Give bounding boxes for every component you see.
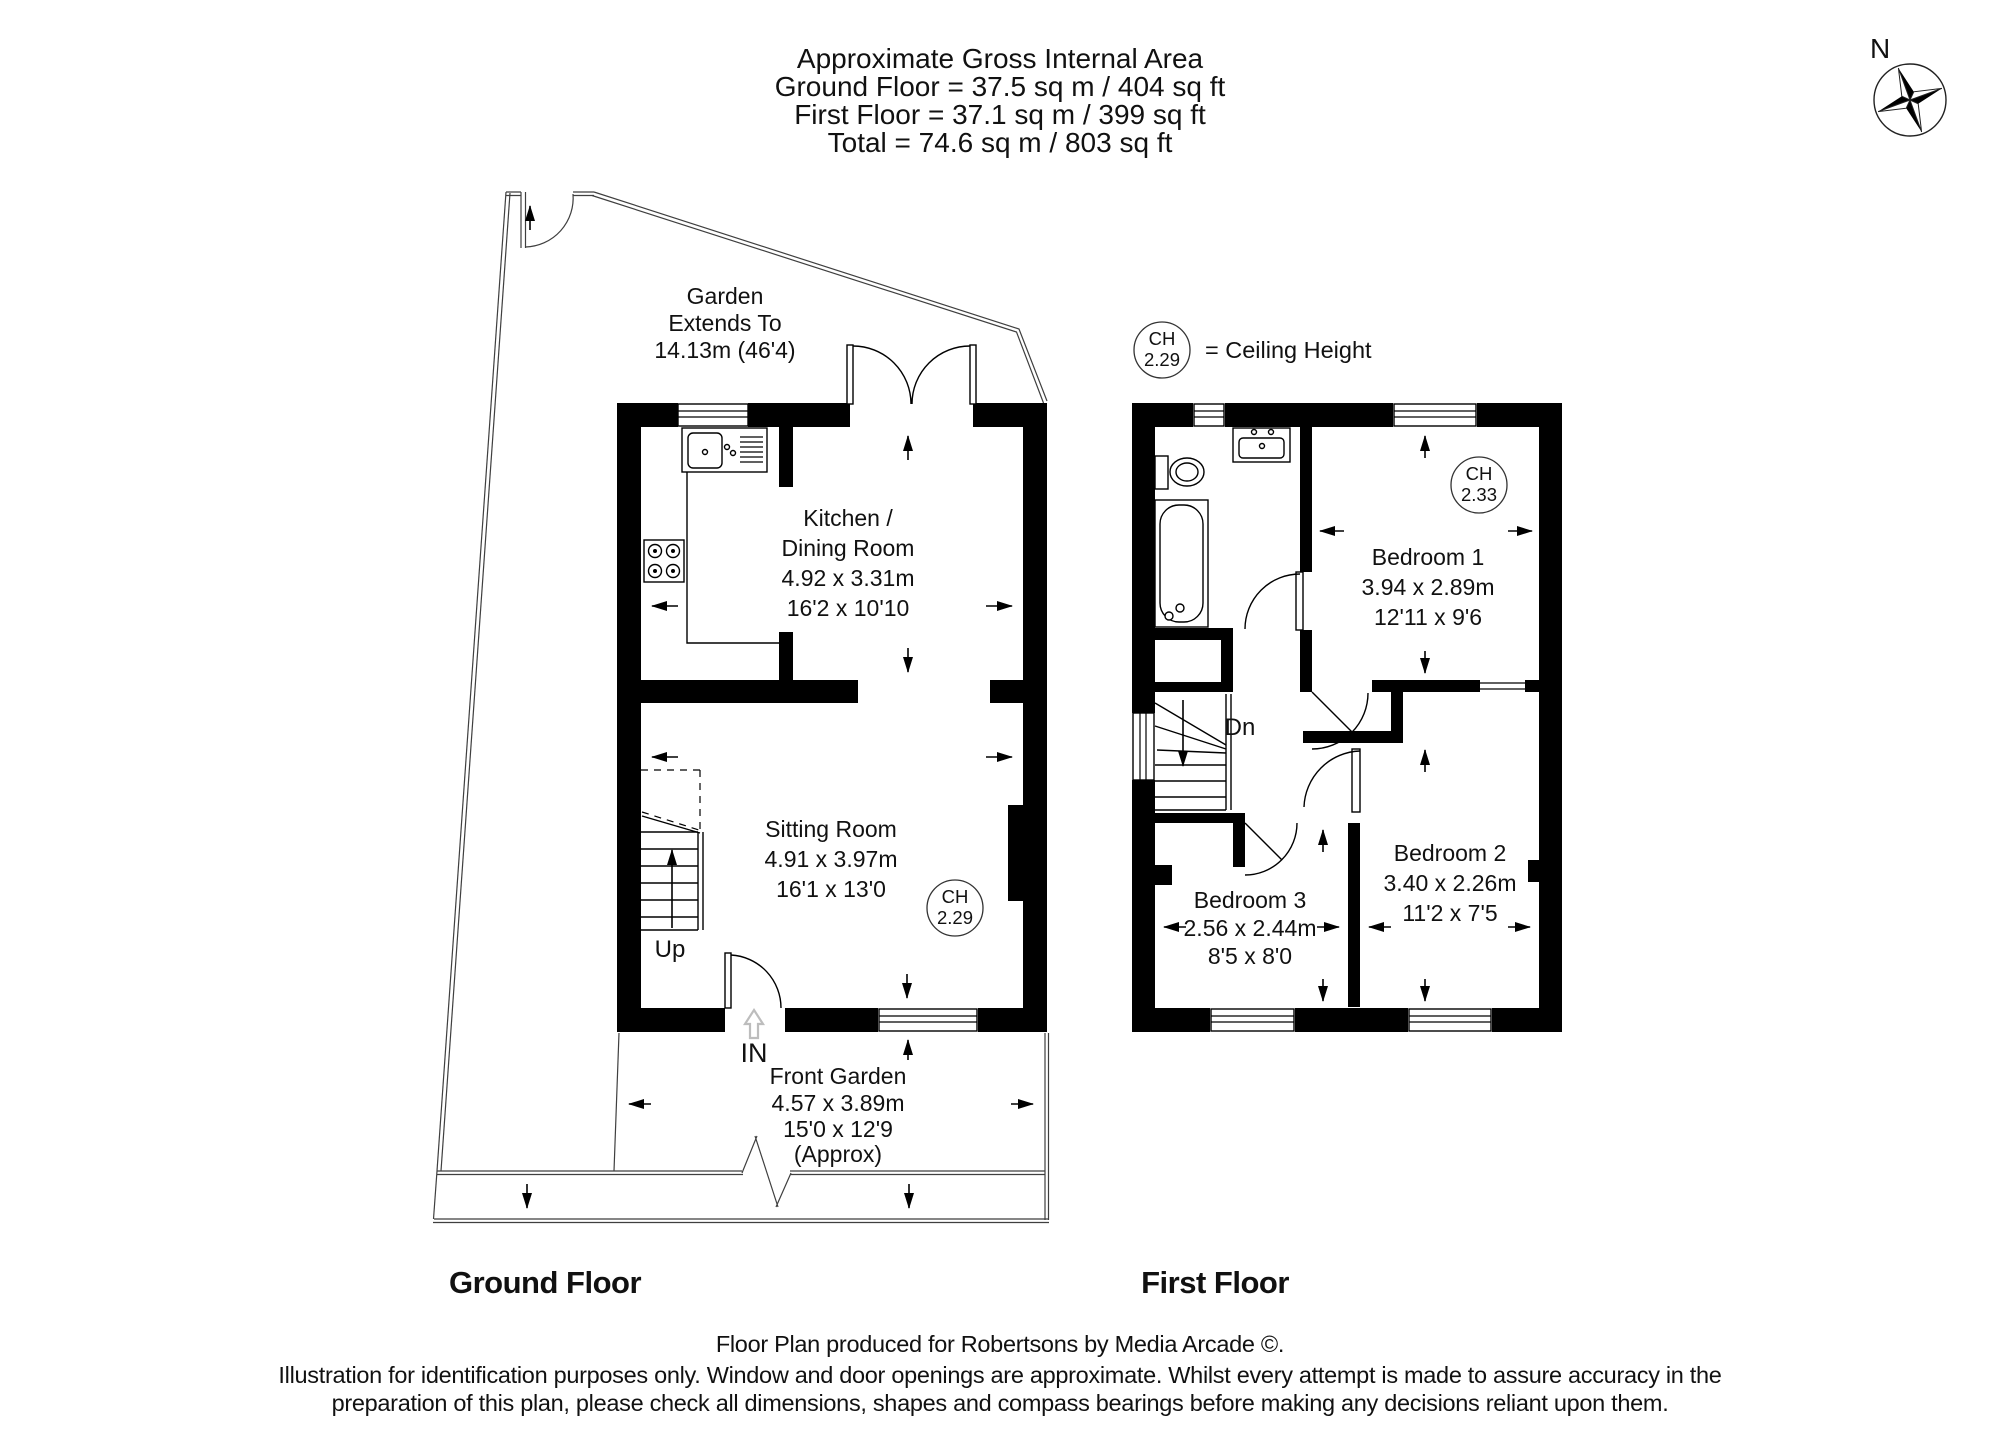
entry-arrow-icon (742, 1007, 766, 1040)
footer-line-3: preparation of this plan, please check a… (332, 1390, 1669, 1416)
gf-ch-label: CH (942, 886, 969, 907)
first-floor-dimension-arrows (1163, 435, 1533, 1002)
footer-disclaimer: Floor Plan produced for Robertsons by Me… (278, 1331, 1722, 1416)
title-line-4: Total = 74.6 sq m / 803 sq ft (828, 127, 1173, 158)
front-garden-label-2: 4.57 x 3.89m (772, 1090, 905, 1116)
first-floor-doors (1244, 571, 1369, 876)
title-block: Approximate Gross Internal Area Ground F… (775, 43, 1226, 158)
landing-window (1132, 712, 1155, 781)
bedroom3-label-1: Bedroom 3 (1194, 887, 1307, 913)
garden-label-1: Garden (687, 283, 764, 309)
ground-floor-ch-badge: CH 2.29 (926, 879, 984, 937)
title-line-1: Approximate Gross Internal Area (797, 43, 1204, 74)
bathroom-window (1193, 403, 1225, 427)
footer-line-1: Floor Plan produced for Robertsons by Me… (716, 1331, 1284, 1357)
kitchen-label-1: Kitchen / (803, 505, 893, 531)
ff-ch-value: 2.33 (1461, 484, 1497, 505)
bedroom2-chimney (1528, 860, 1539, 882)
kitchen-label-4: 16'2 x 10'10 (787, 595, 910, 621)
entrance-in-label: IN (741, 1038, 768, 1068)
bathtub (1154, 499, 1209, 628)
bedroom1-door (1311, 691, 1369, 750)
bathroom-sink (1232, 427, 1291, 463)
chimney-breast (1008, 805, 1023, 901)
legend-text: = Ceiling Height (1205, 337, 1372, 363)
ground-floor-stairs (641, 769, 704, 931)
front-garden-label-1: Front Garden (770, 1063, 907, 1089)
bedroom3-label-2: 2.56 x 2.44m (1184, 915, 1317, 941)
bedroom1-window (1393, 403, 1477, 427)
stairs-down-label: Dn (1225, 714, 1256, 741)
legend-ch-circle-icon (1133, 321, 1191, 379)
compass-north-label: N (1870, 33, 1890, 64)
front-door (724, 952, 782, 1009)
first-floor-windows (1132, 403, 1492, 1032)
garden-label-3: 14.13m (46'4) (654, 337, 795, 363)
bedroom2-window (1408, 1008, 1492, 1032)
toilet (1154, 455, 1205, 490)
ground-floor-dimension-arrows (628, 435, 1034, 1209)
front-garden-label-3: 15'0 x 12'9 (783, 1116, 893, 1142)
bedroom1-label-1: Bedroom 1 (1372, 544, 1485, 570)
sitting-room-label-2: 4.91 x 3.97m (765, 846, 898, 872)
garden-boundary (432, 191, 1050, 1224)
first-floor-title: First Floor (1141, 1265, 1289, 1300)
legend-ch-label: CH (1149, 328, 1176, 349)
front-garden-label-4: (Approx) (794, 1141, 882, 1167)
kitchen-label-2: Dining Room (782, 535, 915, 561)
ceiling-height-legend: CH 2.29 = Ceiling Height (1133, 321, 1372, 379)
bedroom2-label-2: 3.40 x 2.26m (1384, 870, 1517, 896)
title-line-2: Ground Floor = 37.5 sq m / 404 sq ft (775, 71, 1226, 102)
first-floor-labels: Bedroom 1 3.94 x 2.89m 12'11 x 9'6 Bedro… (1184, 544, 1517, 969)
ff-ch-label: CH (1466, 463, 1493, 484)
garden-double-door (846, 344, 977, 405)
fence-break-icon (741, 1135, 792, 1208)
bedroom1-label-2: 3.94 x 2.89m (1362, 574, 1495, 600)
kitchen-counter-line (686, 472, 779, 644)
bedroom3-window (1210, 1008, 1295, 1032)
ground-floor-windows (677, 403, 978, 1032)
garden-label-2: Extends To (668, 310, 781, 336)
front-garden-divider-line (613, 1032, 620, 1172)
kitchen-label-3: 4.92 x 3.31m (782, 565, 915, 591)
ground-floor-walls (617, 403, 1047, 1032)
bedroom1-label-3: 12'11 x 9'6 (1374, 604, 1482, 630)
kitchen-window (677, 403, 749, 427)
stairs-up-label: Up (655, 936, 686, 963)
bedroom3-label-3: 8'5 x 8'0 (1208, 943, 1292, 969)
bathroom-door (1244, 571, 1304, 631)
bedroom2-door (1303, 748, 1361, 813)
ground-floor-title: Ground Floor (449, 1265, 641, 1300)
bathroom-fixtures (1154, 427, 1291, 628)
sitting-room-label-1: Sitting Room (765, 816, 897, 842)
sitting-room-window (878, 1008, 978, 1032)
title-line-3: First Floor = 37.1 sq m / 399 sq ft (794, 99, 1206, 130)
sitting-room-label-3: 16'1 x 13'0 (776, 876, 886, 902)
first-floor-ch-badge: CH 2.33 (1450, 456, 1508, 514)
first-floor-stairs (1154, 694, 1232, 811)
bedroom3-chimney (1155, 865, 1172, 885)
garden-gate-arc (525, 193, 574, 248)
first-floor-walls (1132, 403, 1562, 1032)
bedroom3-door (1244, 822, 1298, 876)
kitchen-hob (643, 539, 685, 583)
bedroom2-label-3: 11'2 x 7'5 (1402, 900, 1497, 926)
gf-ch-value: 2.29 (937, 907, 973, 928)
compass-icon: N (1870, 33, 1947, 137)
bedroom1-cupboard-front (1480, 682, 1525, 690)
kitchen-sink (681, 427, 768, 473)
legend-ch-value: 2.29 (1144, 349, 1180, 370)
bedroom2-label-1: Bedroom 2 (1394, 840, 1507, 866)
footer-line-2: Illustration for identification purposes… (278, 1362, 1721, 1388)
ground-floor-labels: Garden Extends To 14.13m (46'4) Kitchen … (654, 283, 914, 1167)
